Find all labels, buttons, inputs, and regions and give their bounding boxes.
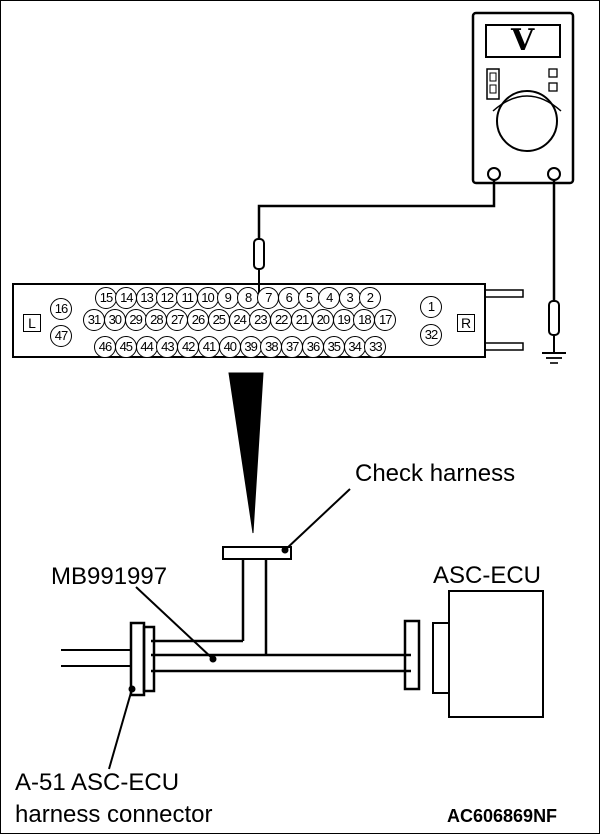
adapter-stem — [241, 559, 268, 655]
connector-right-marker: R — [457, 314, 475, 332]
pin-10: 10 — [196, 287, 219, 309]
pin-11: 11 — [176, 287, 199, 309]
pin-17: 17 — [374, 309, 397, 331]
pin-12: 12 — [155, 287, 178, 309]
check-harness-label: Check harness — [355, 460, 516, 487]
pin-30: 30 — [103, 309, 126, 331]
pin-38: 38 — [260, 336, 283, 358]
pin-45: 45 — [114, 336, 137, 358]
pin-15: 15 — [95, 287, 117, 309]
pin-2: 2 — [358, 287, 381, 309]
pin-24: 24 — [228, 309, 251, 331]
pin-39: 39 — [239, 336, 262, 358]
pin-6: 6 — [277, 287, 300, 309]
pin-16: 16 — [50, 298, 72, 320]
voltmeter-display — [485, 24, 561, 58]
pin-40: 40 — [218, 336, 241, 358]
pin-21: 21 — [291, 309, 313, 331]
ecu-body — [448, 590, 544, 718]
ecu-label: ASC-ECU — [433, 562, 542, 589]
ground-symbol — [542, 352, 566, 364]
pin-31: 31 — [83, 309, 105, 331]
probe-lead-positive — [257, 180, 496, 239]
connector-left-marker: L — [23, 314, 41, 332]
pin-18: 18 — [353, 309, 376, 331]
meter-terminal-left — [487, 167, 501, 181]
pin-9: 9 — [216, 287, 239, 309]
pin-8: 8 — [237, 287, 260, 309]
figure-id: AC606869NF — [447, 806, 558, 826]
pin-41: 41 — [198, 336, 220, 358]
direction-arrow — [228, 372, 264, 534]
pin-3: 3 — [338, 287, 361, 309]
pin-13: 13 — [135, 287, 158, 309]
pin-47: 47 — [50, 325, 72, 347]
probe-ground — [548, 300, 560, 336]
pin-36: 36 — [302, 336, 324, 358]
pin-20: 20 — [311, 309, 334, 331]
pin-43: 43 — [156, 336, 179, 358]
probe-positive — [253, 238, 265, 270]
pin-34: 34 — [343, 336, 366, 358]
voltmeter-body — [471, 11, 575, 185]
pin-42: 42 — [177, 336, 200, 358]
pin-33: 33 — [364, 336, 387, 358]
pin-32: 32 — [420, 324, 442, 346]
pin-28: 28 — [145, 309, 168, 331]
ecu-connector — [432, 622, 450, 694]
pin-29: 29 — [124, 309, 147, 331]
harness-connector-label-line2: harness connector — [15, 801, 213, 828]
pin-35: 35 — [322, 336, 345, 358]
pin-44: 44 — [135, 336, 158, 358]
check-harness-pad — [222, 546, 292, 560]
meter-terminal-right — [547, 167, 561, 181]
voltmeter-symbol: V — [511, 23, 535, 58]
pin-27: 27 — [166, 309, 189, 331]
pin-1: 1 — [420, 296, 442, 318]
harness-connector-label-line1: A-51 ASC-ECU — [15, 769, 180, 796]
pin-46: 46 — [94, 336, 116, 358]
tool-number-label: MB991997 — [51, 563, 168, 590]
pin-26: 26 — [187, 309, 209, 331]
pin-37: 37 — [281, 336, 304, 358]
pin-19: 19 — [332, 309, 355, 331]
voltmeter-dial — [496, 90, 558, 152]
pin-7: 7 — [257, 287, 280, 309]
adapter-body — [151, 639, 411, 673]
pin-5: 5 — [298, 287, 320, 309]
pin-25: 25 — [207, 309, 230, 331]
